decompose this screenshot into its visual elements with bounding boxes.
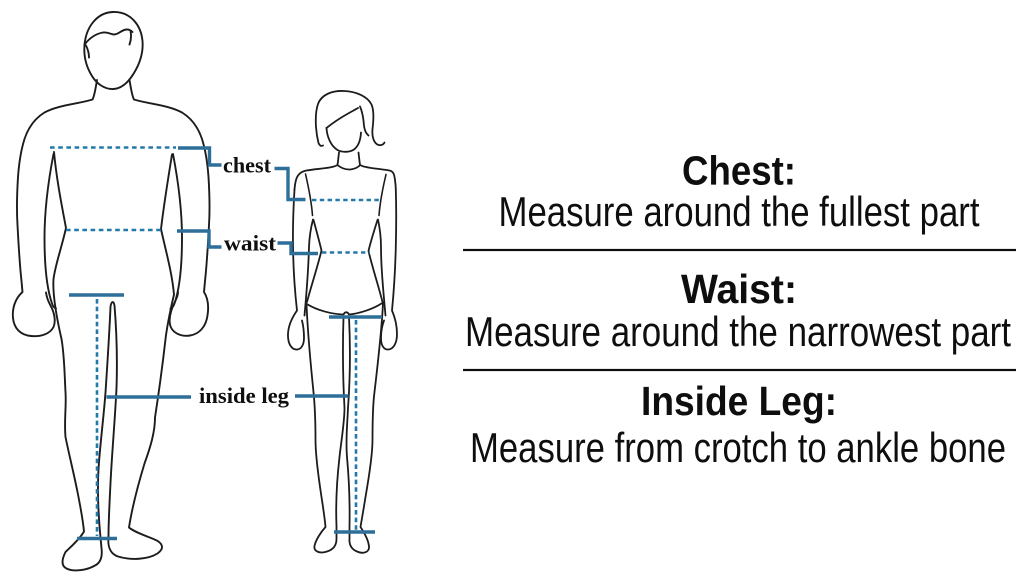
male-figure [11,11,211,572]
male-arm-left-inner [43,153,57,310]
male-head [83,11,144,90]
male-body-right [128,79,211,337]
male-body-left [11,79,98,338]
female-hair [314,90,386,147]
chest-label: chest [223,153,272,178]
chest-description: Measure around the fullest part [499,188,980,235]
inside-leg-label: inside leg [199,383,289,408]
female-arm-left-inner [303,218,314,317]
male-torso-legs [52,151,175,572]
measurement-marks [50,146,382,541]
female-neck-shoulders [293,151,397,191]
divider-waist-insideleg [463,368,1016,372]
female-arm-left [287,188,305,351]
chest-heading: Chest: [682,148,796,194]
waist-connector-right [277,241,318,256]
chest-connector-left [178,146,222,167]
female-face [325,127,362,153]
inside-leg-description: Measure from crotch to ankle bone [470,424,1006,471]
waist-label: waist [224,231,277,256]
male-hair [83,28,134,59]
diagram-labels: chest waist inside leg [199,153,289,409]
female-arm-right-inner [377,218,387,317]
female-leotard-line [305,301,384,316]
chest-connector-right [274,166,306,202]
female-leg-left [305,303,346,554]
female-leg-right [345,302,384,554]
female-torso [306,219,384,303]
waist-description: Measure around the narrowest part [465,308,1011,355]
female-armhole-seams [304,173,387,217]
female-fringe [325,105,370,137]
inside-leg-heading: Inside Leg: [641,378,837,424]
waist-heading: Waist: [681,266,797,312]
instructions-panel: Chest: Measure around the fullest part W… [463,148,1016,471]
divider-chest-waist [463,248,1016,252]
female-figure [287,90,398,554]
female-arm-right [380,188,398,351]
waist-connector-left [177,229,222,249]
